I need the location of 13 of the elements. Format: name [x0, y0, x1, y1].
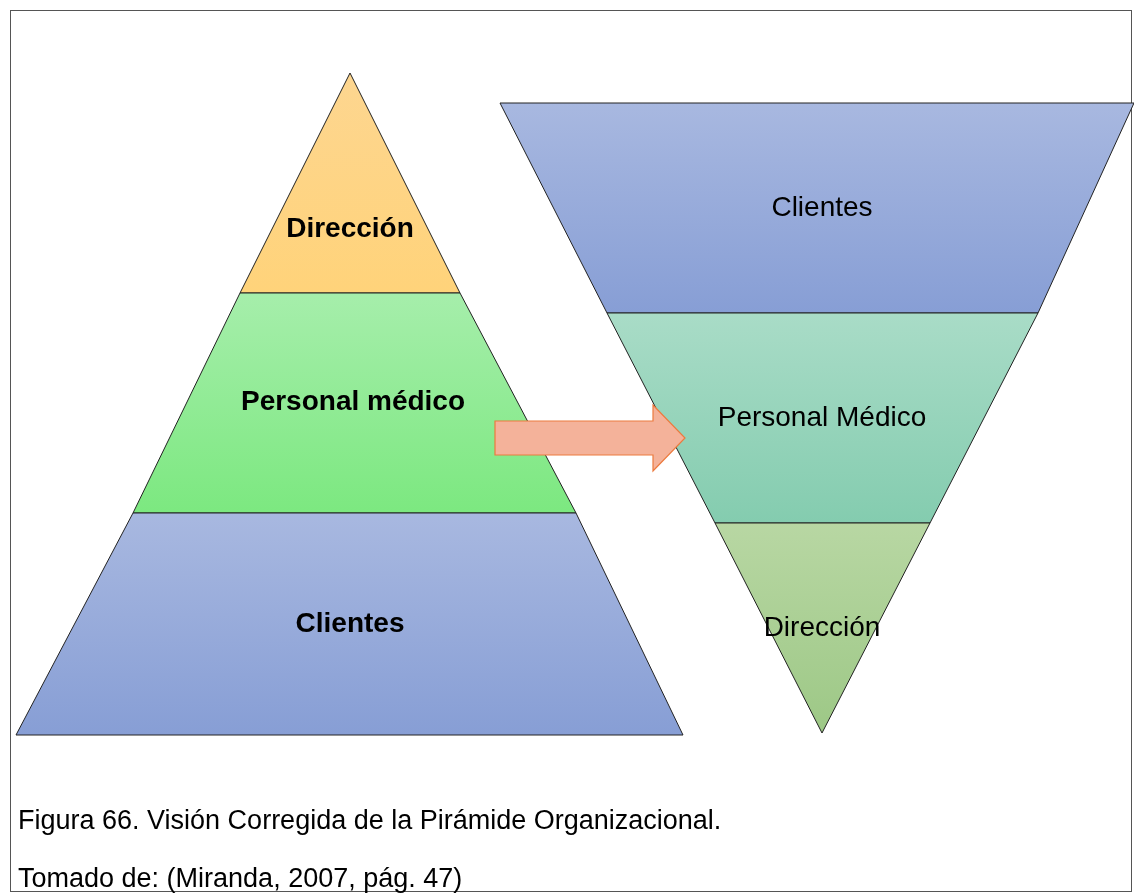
tier-label: Clientes	[295, 607, 405, 639]
figure-caption: Figura 66. Visión Corregida de la Pirámide Organizacional.	[18, 805, 722, 836]
pyramid-tier	[133, 293, 576, 513]
pyramid-tier	[16, 513, 683, 735]
block-arrow	[494, 403, 686, 473]
pyramid-tier	[607, 313, 1038, 523]
tier-label: Dirección	[286, 212, 414, 244]
source-note: Tomado de: (Miranda, 2007, pág. 47)	[18, 863, 463, 894]
tier-label: Clientes	[771, 191, 873, 223]
tier-label: Personal médico	[240, 385, 466, 417]
tier-label: Personal Médico	[717, 401, 927, 433]
pyramid-tier	[500, 103, 1134, 313]
tier-label: Dirección	[763, 611, 881, 643]
